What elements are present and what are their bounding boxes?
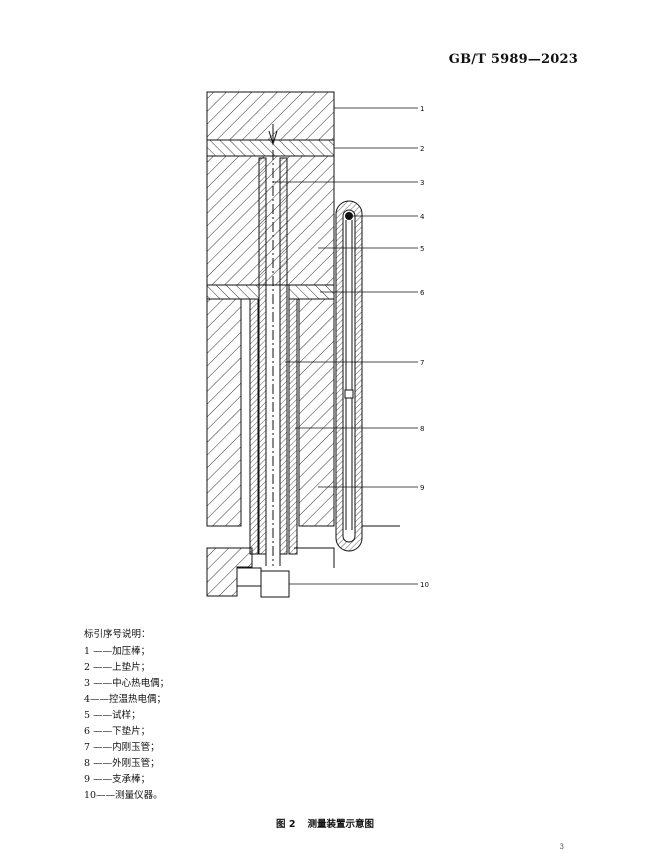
callout-3: 3 (420, 179, 424, 187)
base-block (206, 547, 253, 597)
figure-number: 图 2 (276, 819, 296, 830)
specimen (206, 155, 335, 286)
lower-spacer-left (206, 284, 260, 300)
legend-title: 标引序号说明： (84, 629, 151, 640)
legend-item: 2 ——上垫片； (84, 662, 151, 673)
support-rod-right (298, 298, 335, 527)
legend-item: 5 ——试样； (84, 710, 141, 721)
legend: 标引序号说明： 1 ——加压棒； 2 ——上垫片； 3 ——中心热电偶； 4——… (84, 627, 169, 804)
legend-item: 10——测量仪器。 (84, 790, 163, 801)
measuring-instrument-left (236, 567, 262, 587)
callout-1: 1 (420, 105, 424, 113)
legend-item: 4——控温热电偶； (84, 694, 167, 705)
callout-6: 6 (420, 289, 425, 297)
legend-item: 9 ——支承棒； (84, 774, 151, 785)
callout-8: 8 (420, 425, 424, 433)
inner-tube-right-wall (279, 157, 288, 555)
outer-tube-right-wall (288, 298, 298, 555)
legend-item: 6 ——下垫片； (84, 726, 151, 737)
callout-5: 5 (420, 245, 424, 253)
upper-spacer (206, 139, 335, 157)
page-number: 3 (559, 843, 564, 851)
callout-2: 2 (420, 145, 424, 153)
legend-item: 1 ——加压棒； (84, 646, 151, 657)
legend-item: 8 ——外刚玉管； (84, 758, 160, 769)
figure-caption: 图 2 测量装置示意图 (0, 816, 650, 830)
control-thermocouple-junction (345, 212, 353, 220)
legend-item: 3 ——中心热电偶； (84, 678, 170, 689)
callout-9: 9 (420, 484, 424, 492)
figure-title: 测量装置示意图 (307, 819, 374, 830)
measuring-instrument (260, 570, 290, 598)
legend-item: 7 ——内刚玉管； (84, 742, 160, 753)
support-rod-left (206, 298, 242, 527)
outer-tube-left-wall (249, 298, 259, 555)
callout-7: 7 (420, 359, 424, 367)
callout-10: 10 (420, 581, 429, 589)
standard-code: GB/T 5989—2023 (448, 52, 578, 67)
callout-4: 4 (420, 213, 425, 221)
press-rod (206, 91, 335, 141)
measurement-apparatus-diagram: 1 2 3 4 5 6 7 8 9 10 (206, 91, 429, 598)
inner-tube-left-wall (258, 157, 267, 555)
